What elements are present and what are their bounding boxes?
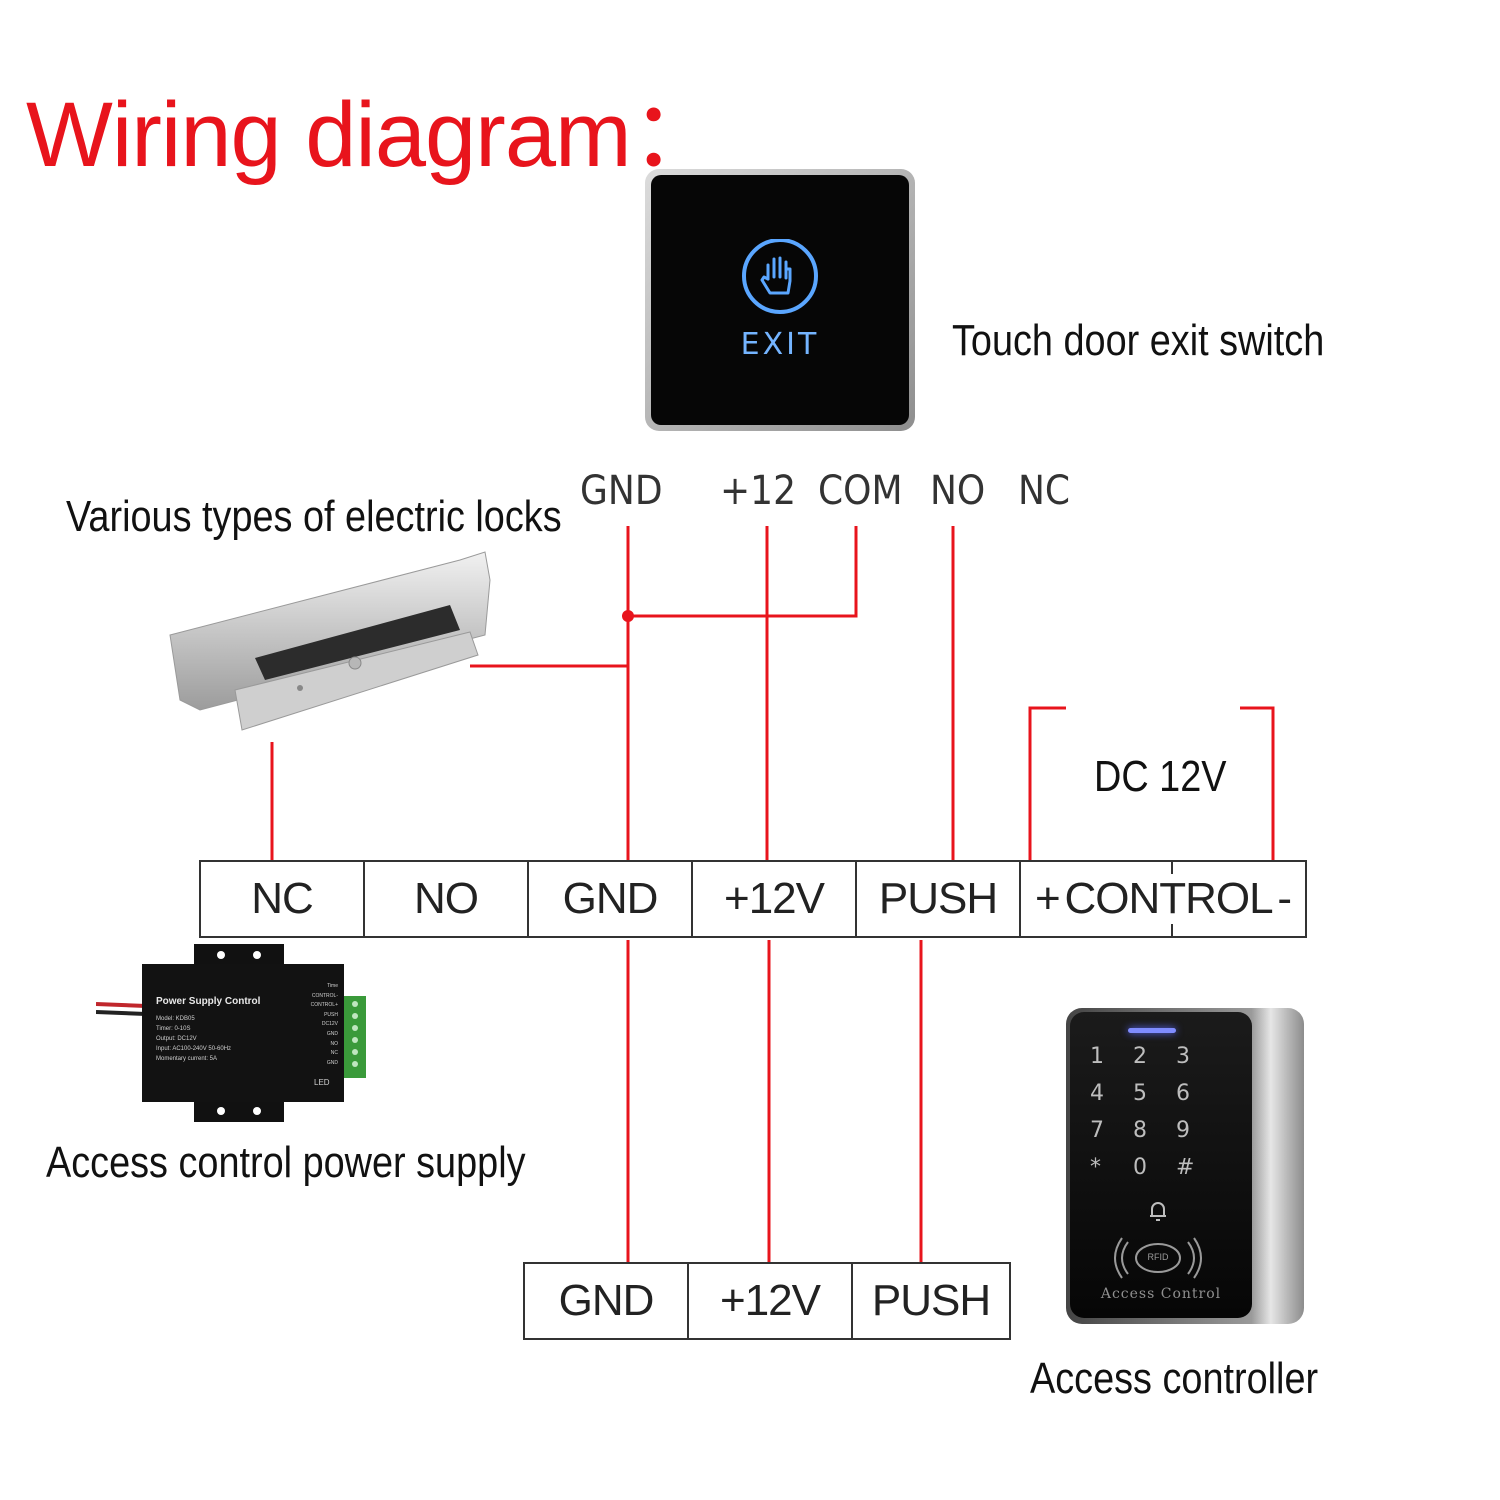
keypad: 1 2 3 4 5 6 7 8 9 * 0 # (1090, 1044, 1220, 1180)
controller-terminal-strip: GND +12V PUSH (523, 1262, 1011, 1340)
key-3[interactable]: 3 (1176, 1044, 1190, 1069)
bell-icon (1150, 1202, 1166, 1221)
pin-nc: NC (1018, 468, 1071, 514)
key-5[interactable]: 5 (1133, 1081, 1147, 1106)
key-star[interactable]: * (1090, 1155, 1101, 1180)
ctrl-terminal-gnd: GND (525, 1264, 689, 1338)
pin-gnd: GND (580, 468, 663, 514)
ctrl-terminal-12v: +12V (689, 1264, 853, 1338)
control-label: CONTROL (1064, 874, 1273, 923)
exit-text: EXIT (740, 327, 820, 362)
access-controller-label: Access controller (1030, 1354, 1319, 1403)
rfid-label: RFID (1147, 1252, 1169, 1262)
terminal-push: PUSH (857, 862, 1021, 936)
key-0[interactable]: 0 (1133, 1155, 1147, 1180)
key-hash[interactable]: # (1176, 1155, 1195, 1180)
brand-text: Access Control (1100, 1286, 1222, 1302)
page-title: Wiring diagram： (26, 84, 723, 186)
wire-com (628, 526, 858, 618)
psu-led-label: LED (314, 1078, 330, 1087)
control-minus: - (1277, 874, 1292, 923)
terminal-nc: NC (201, 862, 365, 936)
key-4[interactable]: 4 (1090, 1081, 1104, 1106)
power-terminal-strip: NC NO GND +12V PUSH + CONTROL - (199, 860, 1307, 938)
key-7[interactable]: 7 (1090, 1118, 1104, 1143)
rfid-icon (1114, 1237, 1202, 1279)
power-supply-box (96, 944, 366, 1122)
dc-12v-label: DC 12V (1094, 752, 1227, 801)
lock-label: Various types of electric locks (66, 492, 562, 541)
ctrl-terminal-push: PUSH (871, 1276, 991, 1325)
power-supply-label: Access control power supply (46, 1138, 526, 1187)
exit-switch: EXIT (645, 169, 915, 431)
terminal-gnd: GND (529, 862, 693, 936)
hand-icon (742, 239, 818, 314)
psu-title: Power Supply Control (156, 996, 261, 1007)
key-9[interactable]: 9 (1176, 1118, 1190, 1143)
status-led (1128, 1028, 1176, 1033)
wire-dc-minus (1240, 706, 1275, 860)
power-supply: Power Supply Control Model: KDB05 Timer:… (96, 944, 372, 1122)
psu-terminal-labels: Time CONTROL- CONTROL+ PUSH DC12V GND NO… (310, 983, 338, 1066)
exit-switch-label: Touch door exit switch (952, 316, 1325, 365)
psu-specs: Model: KDB05 Timer: 0-10S Output: DC12V … (156, 1016, 232, 1062)
terminal-control: + CONTROL - (1021, 862, 1305, 936)
electric-lock (169, 551, 491, 731)
key-2[interactable]: 2 (1133, 1044, 1147, 1069)
access-controller: 1 2 3 4 5 6 7 8 9 * 0 # RFID Access Cont… (1066, 1008, 1304, 1324)
wire-dc-plus (1028, 706, 1066, 860)
key-8[interactable]: 8 (1133, 1118, 1147, 1143)
pin-no: NO (930, 468, 986, 514)
pin-12: +12 (720, 468, 796, 514)
terminal-12v: +12V (693, 862, 857, 936)
key-1[interactable]: 1 (1090, 1044, 1104, 1069)
terminal-no: NO (365, 862, 529, 936)
junction-dot (622, 610, 634, 622)
pin-com: COM (818, 468, 903, 514)
key-6[interactable]: 6 (1176, 1081, 1190, 1106)
control-plus: + (1035, 874, 1061, 923)
